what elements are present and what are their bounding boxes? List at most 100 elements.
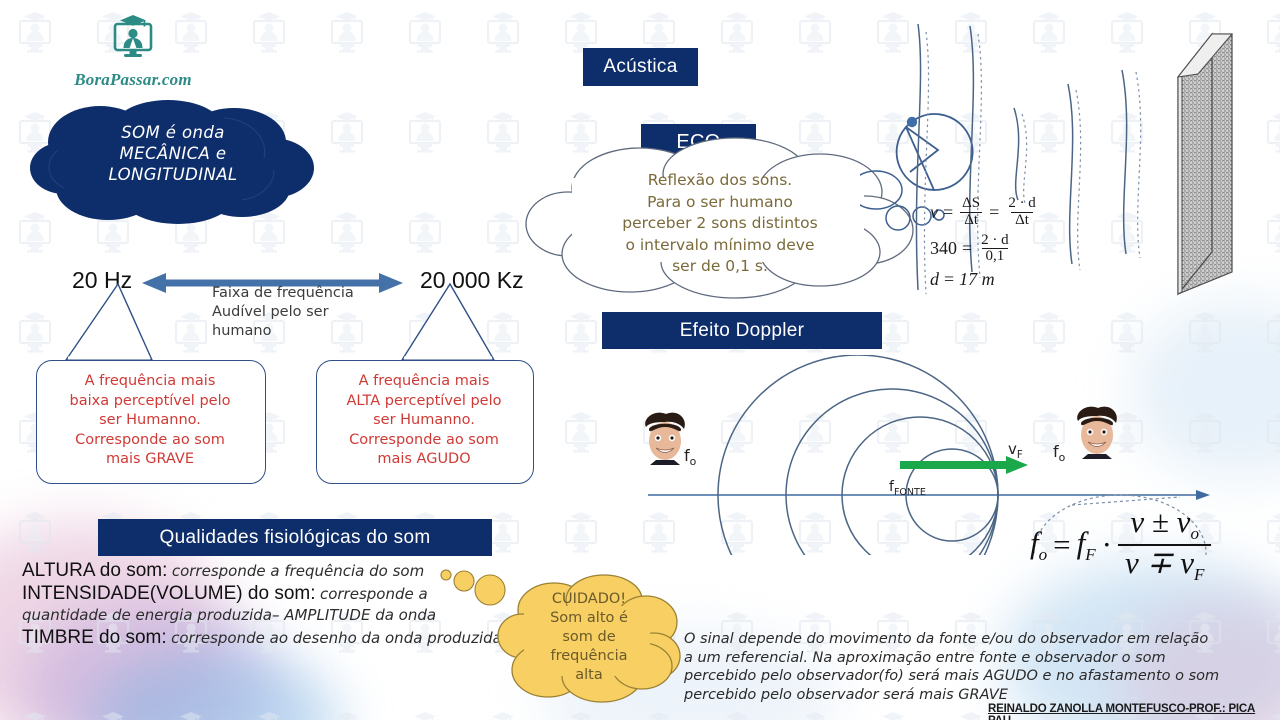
doppler-den-sub: F bbox=[1193, 564, 1205, 584]
quality-term-altura: ALTURA do som: bbox=[22, 560, 168, 581]
callout-tail-right bbox=[400, 282, 496, 361]
brand-logo: BoraPassar.com bbox=[48, 14, 218, 90]
eco-line-3: perceber 2 sons distintos bbox=[622, 214, 818, 232]
echo-den-1: Δt bbox=[960, 211, 983, 229]
echo-formula-line-2: 340 = 2 · d 0,1 bbox=[930, 231, 1110, 266]
callout-high-line-3: ser Humanno. bbox=[373, 412, 475, 428]
observer-head-left-icon bbox=[645, 412, 685, 465]
echo-fraction-2: 2 · d Δt bbox=[1004, 195, 1040, 229]
label-fo-left-sub: o bbox=[689, 455, 697, 469]
header-acustica: Acústica bbox=[583, 48, 698, 86]
doppler-denominator: v ∓ vF bbox=[1117, 543, 1212, 585]
eco-cloud: Reflexão dos sons. Para o ser humano per… bbox=[520, 130, 920, 315]
label-fo-left: fo bbox=[684, 446, 696, 468]
eco-line-4: o intervalo mínimo deve bbox=[625, 235, 815, 254]
doppler-ff-sub: F bbox=[1085, 544, 1096, 564]
som-line-1: SOM é onda bbox=[121, 123, 225, 142]
doppler-explanation-line-2: a um referencial. Na aproximação entre f… bbox=[684, 649, 1166, 666]
callout-low-line-5: mais GRAVE bbox=[106, 451, 194, 467]
eco-line-1: Reflexão dos sons. bbox=[647, 171, 793, 189]
echo-340: 340 bbox=[930, 238, 957, 259]
eco-cloud-text: Reflexão dos sons. Para o ser humano per… bbox=[560, 170, 880, 278]
callout-high-line-2: ALTA perceptível pelo bbox=[346, 392, 502, 409]
doppler-numerator: v ± vo bbox=[1123, 505, 1206, 544]
doppler-fo: f bbox=[1030, 524, 1039, 560]
band-caption-line-2: Audível pelo ser bbox=[212, 304, 329, 320]
echo-result: 17 m bbox=[959, 269, 995, 289]
callout-high-frequency-text: A frequência mais ALTA perceptível pelo … bbox=[324, 372, 524, 470]
label-fo-right-base: f bbox=[1053, 442, 1059, 461]
echo-formula-line-1: v = ΔS Δt = 2 · d Δt bbox=[930, 195, 1110, 229]
label-ffonte: fFONTE bbox=[889, 479, 926, 498]
label-fo-right-sub: o bbox=[1058, 451, 1066, 465]
doppler-equals: = bbox=[1053, 526, 1071, 562]
brand-wordmark: BoraPassar.com bbox=[74, 70, 192, 89]
echo-formula: v = ΔS Δt = 2 · d Δt 340 = 2 · d 0,1 d =… bbox=[930, 195, 1110, 294]
sound-wavefronts bbox=[915, 23, 1128, 291]
callout-high-line-4: Corresponde ao som bbox=[349, 431, 499, 448]
echo-den-3: 0,1 bbox=[981, 248, 1009, 265]
label-fo-left-base: f bbox=[684, 446, 690, 465]
quality-desc-altura: corresponde a frequência do som bbox=[171, 562, 425, 580]
cloud-shape-white bbox=[525, 137, 914, 299]
callout-tail-left bbox=[64, 282, 154, 361]
doppler-fo-sub: o bbox=[1038, 544, 1048, 564]
doppler-formula-bubble bbox=[1033, 494, 1207, 555]
header-qualidades-fisiologicas: Qualidades fisiológicas do som bbox=[98, 519, 492, 556]
header-efeito-doppler: Efeito Doppler bbox=[602, 312, 882, 349]
doppler-explanation: O sinal depende do movimento da fonte e/… bbox=[684, 630, 1264, 704]
echo-formula-line-3: d = 17 m bbox=[930, 269, 1110, 290]
callout-high-frequency-body bbox=[316, 360, 534, 484]
eco-line-2: Para o ser humano bbox=[647, 192, 793, 211]
cloud-shape-yellow bbox=[497, 574, 681, 703]
doppler-dot: · bbox=[1101, 526, 1112, 562]
callout-low-frequency-body bbox=[36, 360, 266, 484]
quality-item-altura: ALTURA do som: corresponde a frequência … bbox=[22, 560, 502, 582]
callout-high-line-5: mais AGUDO bbox=[377, 451, 471, 467]
callout-low-line-2: baixa perceptível pelo bbox=[69, 392, 231, 409]
frequency-band-caption: Faixa de frequência Audível pelo ser hum… bbox=[212, 284, 412, 341]
doppler-ff: f bbox=[1076, 524, 1086, 560]
cuidado-line-1: CUIDADO! bbox=[551, 591, 627, 607]
cuidado-text: CUIDADO! Som alto é som de frequência al… bbox=[514, 590, 664, 685]
label-vf-sub: F bbox=[1016, 450, 1023, 461]
echo-illustration bbox=[860, 23, 1234, 296]
listener-head-icon bbox=[895, 113, 974, 191]
som-line-3: LONGITUDINAL bbox=[108, 165, 238, 184]
doppler-den-base: v ∓ v bbox=[1124, 544, 1194, 580]
label-vf-base: v bbox=[1008, 440, 1017, 458]
cuidado-thought-cloud: CUIDADO! Som alto é som de frequência al… bbox=[496, 570, 682, 710]
callout-low-line-1: A frequência mais bbox=[84, 373, 216, 389]
echo-eq-4: = bbox=[944, 269, 955, 289]
qualities-list: ALTURA do som: corresponde a frequência … bbox=[22, 560, 502, 650]
callout-low-line-4: Corresponde ao som bbox=[75, 431, 225, 448]
author-credit: REINALDO ZANOLLA MONTEFUSCO-PROF.: PICA … bbox=[988, 703, 1256, 720]
thought-bubble-trail bbox=[440, 569, 506, 606]
echo-num-3: 2 · d bbox=[981, 231, 1009, 248]
echo-eq-1: = bbox=[943, 201, 954, 222]
doppler-num-base: v ± v bbox=[1130, 504, 1191, 539]
doppler-explanation-line-4: percebido pelo observador será mais GRAV… bbox=[684, 686, 1008, 703]
callout-low-frequency-text: A frequência mais baixa perceptível pelo… bbox=[44, 372, 256, 470]
som-line-2: MECÂNICA e bbox=[119, 144, 227, 163]
doppler-fraction: v ± vo v ∓ vF bbox=[1117, 505, 1212, 585]
label-ffonte-sub: FONTE bbox=[893, 486, 926, 498]
echo-fraction-1: ΔS Δt bbox=[958, 195, 984, 229]
doppler-explanation-line-3: percebido pelo observador(fo) será mais … bbox=[684, 668, 1220, 684]
quality-item-timbre: TIMBRE do som: corresponde ao desenho da… bbox=[22, 627, 502, 649]
echo-num-2: 2 · d bbox=[1008, 195, 1036, 211]
echo-eq-3: = bbox=[962, 238, 973, 259]
doppler-formula: fo = fF · v ± vo v ∓ vF bbox=[1030, 505, 1212, 585]
speech-bubbles-icon bbox=[860, 170, 945, 231]
echo-fraction-3: 2 · d 0,1 bbox=[977, 231, 1013, 266]
echo-v: v bbox=[930, 201, 938, 222]
frequency-high-label: 20.000 Kz bbox=[420, 267, 524, 293]
som-cloud-text: SOM é onda MECÂNICA e LONGITUDINAL bbox=[28, 122, 318, 185]
frequency-low-label: 20 Hz bbox=[72, 267, 133, 293]
cloud-shape-navy bbox=[30, 100, 314, 224]
observer-head-right-icon bbox=[1077, 406, 1117, 459]
cuidado-line-2: Som alto é bbox=[550, 610, 628, 626]
som-cloud: SOM é onda MECÂNICA e LONGITUDINAL bbox=[28, 96, 318, 226]
label-fo-right: fo bbox=[1053, 442, 1065, 464]
callout-high-frequency: A frequência mais ALTA perceptível pelo … bbox=[316, 360, 534, 484]
